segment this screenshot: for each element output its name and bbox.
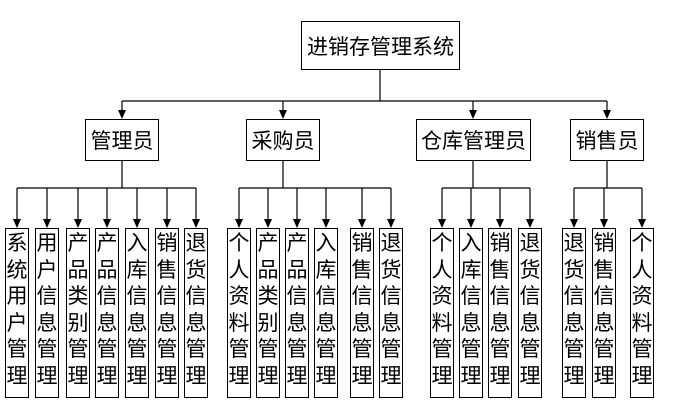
module-purchaser-2: 产品类别管理 bbox=[256, 228, 280, 398]
role-box-salesperson: 销售员 bbox=[570, 119, 644, 161]
arrow-head bbox=[279, 110, 287, 119]
module-purchaser-3: 产品信息管理 bbox=[285, 228, 309, 398]
arrow-head bbox=[13, 219, 21, 228]
arrow-head bbox=[322, 219, 330, 228]
arrow-head bbox=[358, 219, 366, 228]
role-box-admin: 管理员 bbox=[85, 119, 159, 161]
module-purchaser-4: 入库信息管理 bbox=[314, 228, 338, 398]
module-sales-2: 销售信息管理 bbox=[592, 228, 616, 398]
arrow-head bbox=[469, 110, 477, 119]
system-title: 进销存管理系统 bbox=[307, 34, 454, 59]
role-label-admin: 管理员 bbox=[90, 129, 154, 153]
module-warehouse-3: 销售信息管理 bbox=[488, 228, 512, 398]
module-warehouse-4: 退货信息管理 bbox=[518, 228, 542, 398]
module-admin-4: 产品信息管理 bbox=[95, 228, 119, 398]
module-admin-6: 销售信息管理 bbox=[155, 228, 179, 398]
arrow-head bbox=[526, 219, 534, 228]
arrow-head bbox=[570, 219, 578, 228]
arrow-head bbox=[133, 219, 141, 228]
module-admin-5: 入库信息管理 bbox=[125, 228, 149, 398]
arrow-head bbox=[192, 219, 200, 228]
arrow-head bbox=[438, 219, 446, 228]
role-label-salesperson: 销售员 bbox=[575, 129, 639, 153]
module-sales-3: 个人资料管理 bbox=[630, 228, 654, 398]
arrow-head bbox=[163, 219, 171, 228]
arrow-head bbox=[264, 219, 272, 228]
arrow-head bbox=[103, 219, 111, 228]
module-warehouse-2: 入库信息管理 bbox=[459, 228, 483, 398]
arrow-head bbox=[496, 219, 504, 228]
module-admin-3: 产品类别管理 bbox=[66, 228, 90, 398]
arrow-head bbox=[467, 219, 475, 228]
module-admin-1: 系统用户管理 bbox=[5, 228, 29, 398]
module-admin-7: 退货信息管理 bbox=[184, 228, 208, 398]
arrow-head bbox=[235, 219, 243, 228]
module-purchaser-6: 退货信息管理 bbox=[379, 228, 403, 398]
module-sales-1: 退货信息管理 bbox=[562, 228, 586, 398]
arrow-head bbox=[600, 219, 608, 228]
module-warehouse-1: 个人资料管理 bbox=[430, 228, 454, 398]
module-purchaser-1: 个人资料管理 bbox=[227, 228, 251, 398]
arrow-head bbox=[43, 219, 51, 228]
module-admin-2: 用户信息管理 bbox=[35, 228, 59, 398]
system-title-box: 进销存管理系统 bbox=[301, 21, 460, 70]
arrow-head bbox=[387, 219, 395, 228]
arrow-head bbox=[293, 219, 301, 228]
arrow-head bbox=[74, 219, 82, 228]
role-label-purchaser: 采购员 bbox=[251, 129, 315, 153]
arrow-head bbox=[603, 110, 611, 119]
module-purchaser-5: 销售信息管理 bbox=[350, 228, 374, 398]
role-box-warehouse-manager: 仓库管理员 bbox=[416, 119, 531, 161]
role-label-warehouse-manager: 仓库管理员 bbox=[421, 129, 526, 153]
arrow-head bbox=[638, 219, 646, 228]
role-box-purchaser: 采购员 bbox=[246, 119, 320, 161]
arrow-head bbox=[118, 110, 126, 119]
